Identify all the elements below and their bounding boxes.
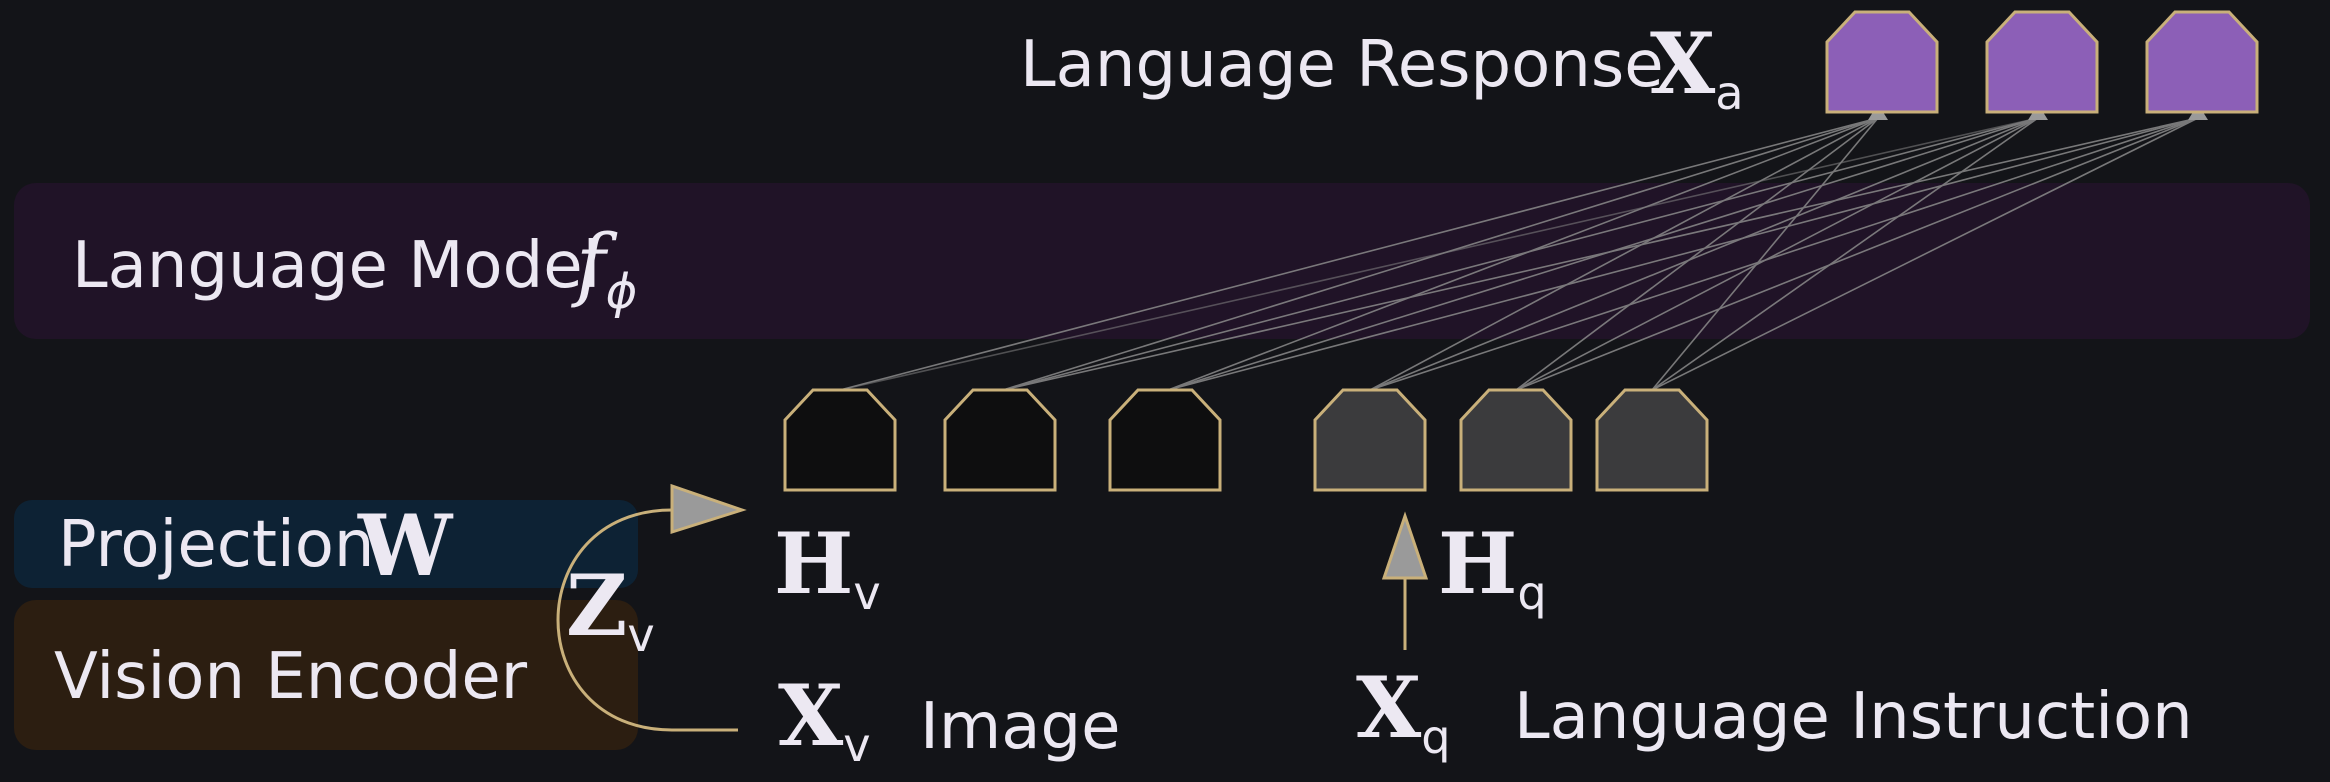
image-symbol: Xv <box>778 666 871 773</box>
projection-symbol: W <box>358 496 453 595</box>
language-model-symbol: fϕ <box>576 217 638 320</box>
connection-line <box>1515 117 2199 391</box>
connection-line <box>1369 117 2039 391</box>
connection-line <box>1651 117 2039 391</box>
vision-projection-arrowhead <box>670 483 747 535</box>
visual-token <box>1108 388 1222 492</box>
connection-line <box>1369 117 1879 391</box>
connection-line <box>1002 117 1879 391</box>
z-v-symbol: Zv <box>566 556 655 663</box>
response-token <box>2145 10 2259 114</box>
instruction-symbol: Xq <box>1356 658 1451 765</box>
connection-line <box>1167 117 2199 391</box>
connection-line <box>1167 117 1879 391</box>
vision-encoder-label: Vision Encoder <box>54 640 527 714</box>
instruction-arrowhead <box>1381 511 1429 580</box>
response-tokens <box>1825 10 2259 114</box>
image-label: Image <box>920 690 1121 764</box>
visual-token <box>943 388 1057 492</box>
instruction-token <box>1459 388 1573 492</box>
connection-line <box>1167 117 2039 391</box>
connection-line <box>1651 117 2199 391</box>
connection-line <box>1651 117 1879 391</box>
h-v-symbol: Hv <box>774 514 881 621</box>
connection-line <box>839 117 1879 391</box>
h-q-symbol: Hq <box>1438 514 1547 621</box>
response-token <box>1985 10 2099 114</box>
response-symbol: Xa <box>1650 14 1744 121</box>
vision-projection-arrow-path <box>556 508 738 732</box>
instruction-token <box>1313 388 1427 492</box>
connection-line <box>1515 117 2039 391</box>
language-model-label: Language Model <box>72 229 601 303</box>
connection-line <box>1369 117 2199 391</box>
projection-box: Projection W <box>14 496 638 595</box>
visual-tokens <box>783 388 1222 492</box>
connection-line <box>1515 117 1879 391</box>
instruction-tokens <box>1313 388 1709 492</box>
vision-encoder-box: Vision Encoder <box>14 600 638 750</box>
language-response-label: Language Response <box>1020 28 1664 102</box>
visual-token <box>783 388 897 492</box>
response-token <box>1825 10 1939 114</box>
attention-connections <box>839 117 2199 391</box>
language-model-box: Language Model fϕ <box>14 183 2310 339</box>
instruction-label: Language Instruction <box>1514 680 2193 754</box>
instruction-token <box>1595 388 1709 492</box>
connection-line <box>1002 117 2039 391</box>
projection-label: Projection <box>58 508 375 582</box>
